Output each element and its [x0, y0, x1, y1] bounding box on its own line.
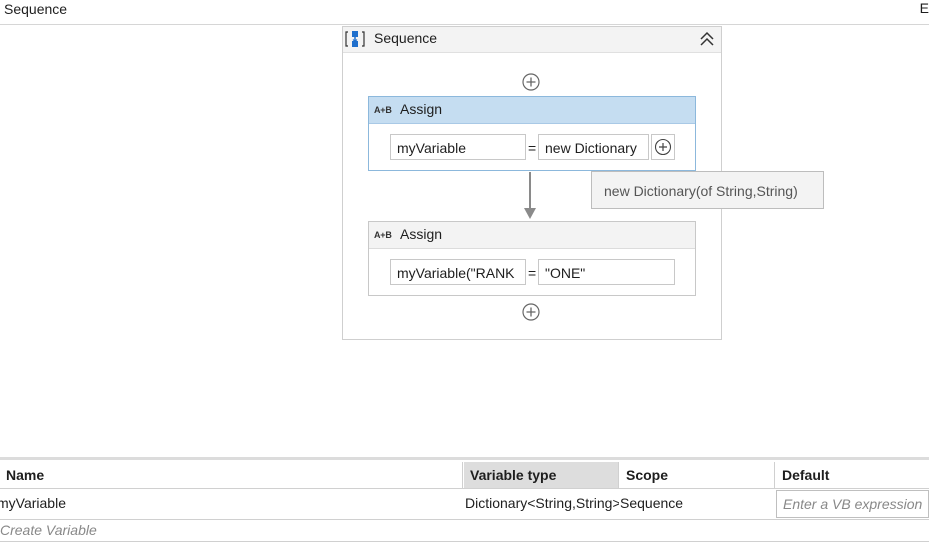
- assign-operator: =: [528, 265, 537, 281]
- plus-circle-icon[interactable]: [522, 73, 540, 91]
- add-expression-button[interactable]: [651, 134, 675, 160]
- sequence-header[interactable]: Sequence: [343, 27, 721, 53]
- assign-operator: =: [528, 140, 537, 156]
- assign-icon: A+B: [374, 230, 392, 240]
- create-variable-link[interactable]: Create Variable: [0, 522, 97, 538]
- expression-tooltip: new Dictionary(of String,String): [591, 171, 824, 209]
- breadcrumb[interactable]: Sequence: [4, 1, 68, 17]
- variables-panel: Name Variable type Scope Default myVaria…: [0, 457, 929, 546]
- row-divider: [0, 541, 929, 542]
- plus-circle-icon: [654, 138, 672, 156]
- panel-divider: [0, 457, 929, 460]
- sequence-activity-icon: [345, 31, 365, 47]
- row-divider: [0, 519, 929, 520]
- assign-icon: A+B: [374, 105, 392, 115]
- assign-header[interactable]: A+B Assign: [369, 222, 695, 249]
- column-header-variable-type[interactable]: Variable type: [464, 462, 619, 488]
- sequence-title: Sequence: [374, 30, 438, 46]
- assign-header[interactable]: A+B Assign: [369, 97, 695, 124]
- variable-name-cell[interactable]: myVariable: [0, 495, 66, 511]
- top-bar-right-label[interactable]: E: [919, 0, 929, 16]
- assign-to-field[interactable]: myVariable: [390, 134, 526, 160]
- assign-value-field[interactable]: "ONE": [538, 259, 675, 285]
- designer-top-bar: Sequence E: [0, 0, 929, 25]
- header-divider: [0, 488, 929, 489]
- variable-type-cell[interactable]: Dictionary<String,String>: [465, 495, 619, 511]
- plus-circle-icon[interactable]: [522, 303, 540, 321]
- variable-default-input[interactable]: Enter a VB expression: [776, 490, 929, 518]
- column-header-scope[interactable]: Scope: [620, 462, 775, 488]
- assign-activity-1[interactable]: A+B Assign myVariable = new Dictionary: [368, 96, 696, 171]
- double-chevron-up-icon[interactable]: [698, 30, 716, 48]
- assign-title: Assign: [400, 226, 443, 242]
- assign-activity-2[interactable]: A+B Assign myVariable("RANK = "ONE": [368, 221, 696, 296]
- column-header-default[interactable]: Default: [782, 467, 830, 483]
- column-header-name[interactable]: Name: [0, 462, 463, 488]
- variable-scope-cell[interactable]: Sequence: [620, 495, 684, 511]
- assign-to-field[interactable]: myVariable("RANK: [390, 259, 526, 285]
- assign-value-field[interactable]: new Dictionary: [538, 134, 649, 160]
- flow-connector: [529, 172, 531, 209]
- assign-title: Assign: [400, 101, 443, 117]
- arrow-down-icon: [524, 208, 536, 219]
